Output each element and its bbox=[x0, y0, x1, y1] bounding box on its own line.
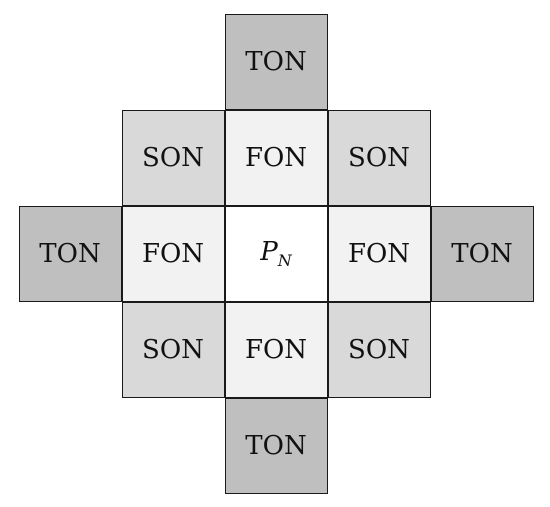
fon-label: FON bbox=[244, 143, 308, 173]
fon-cell-r1-c0: FON bbox=[224, 302, 328, 398]
fon-label: FON bbox=[141, 239, 205, 269]
center-label: PN bbox=[260, 237, 292, 271]
fon-cell-r0-c1: FON bbox=[327, 206, 431, 302]
fon-cell-r0-c-1: FON bbox=[121, 206, 225, 302]
ton-cell-r0-c-2: TON bbox=[18, 206, 122, 302]
fon-label: FON bbox=[244, 335, 308, 365]
son-cell-r-1-c1: SON bbox=[327, 110, 431, 206]
son-label: SON bbox=[348, 143, 410, 173]
ton-label: TON bbox=[39, 239, 101, 269]
ton-label: TON bbox=[451, 239, 513, 269]
son-label: SON bbox=[142, 335, 204, 365]
son-label: SON bbox=[142, 143, 204, 173]
center-subscript: N bbox=[277, 251, 292, 271]
son-cell-r1-c-1: SON bbox=[121, 302, 225, 398]
fon-label: FON bbox=[347, 239, 411, 269]
center-cell-pn: PN bbox=[224, 206, 328, 302]
ton-cell-r0-c2: TON bbox=[430, 206, 534, 302]
ton-label: TON bbox=[245, 431, 307, 461]
son-cell-r-1-c-1: SON bbox=[121, 110, 225, 206]
ton-label: TON bbox=[245, 47, 307, 77]
ton-cell-r-2-c0: TON bbox=[224, 14, 328, 110]
son-label: SON bbox=[348, 335, 410, 365]
son-cell-r1-c1: SON bbox=[327, 302, 431, 398]
ton-cell-r2-c0: TON bbox=[224, 398, 328, 494]
fon-cell-r-1-c0: FON bbox=[224, 110, 328, 206]
